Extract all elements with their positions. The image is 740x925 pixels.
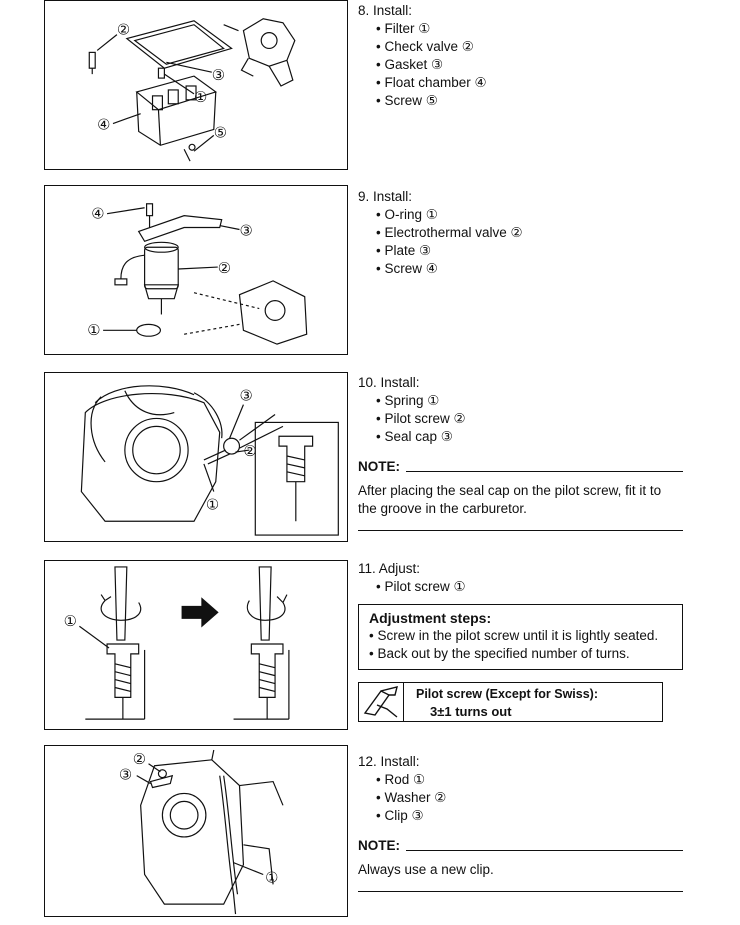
figure-electrothermal-valve: ④ ③ ② ① <box>44 185 348 355</box>
fig1-callout-4: ④ <box>97 116 110 133</box>
note-text: After placing the seal cap on the pilot … <box>358 483 662 516</box>
list-item: • Rod ① <box>376 772 426 787</box>
figure-rod-clip: ② ③ ① <box>44 745 348 917</box>
fig2-callout-2: ② <box>218 260 231 277</box>
adjustment-step: • Back out by the specified number of tu… <box>369 646 630 661</box>
step-heading: 10. Install: <box>358 375 420 390</box>
fig2-callout-4: ④ <box>91 206 104 223</box>
fig5-callout-3: ③ <box>119 767 132 784</box>
list-item: • Screw ⑤ <box>376 93 438 108</box>
list-item: • O-ring ① <box>376 207 438 222</box>
figure-float-chamber: ② ③ ① ④ ⑤ <box>44 0 348 170</box>
note-label: NOTE: <box>358 838 400 853</box>
fig1-callout-3: ③ <box>212 67 225 84</box>
list-item: • Gasket ③ <box>376 57 444 72</box>
pilot-screw-adjust-illustration: ① <box>64 566 290 720</box>
fig3-callout-2: ② <box>243 443 256 460</box>
adjustment-steps-title: Adjustment steps: <box>369 610 492 626</box>
fig5-callout-1: ① <box>265 869 278 886</box>
note-text: Always use a new clip. <box>358 862 494 877</box>
spec-text: Pilot screw (Except for Swiss): 3±1 turn… <box>404 683 598 721</box>
list-item: • Check valve ② <box>376 39 474 54</box>
fig1-callout-2: ② <box>117 22 130 39</box>
fig1-callout-5: ⑤ <box>214 124 227 141</box>
note-heading: NOTE: <box>358 837 683 855</box>
list-item: • Electrothermal valve ② <box>376 225 523 240</box>
electrothermal-valve-illustration: ④ ③ ② ① <box>87 203 308 345</box>
pilot-screw-install-illustration: ③ ② ① <box>80 385 339 536</box>
spec-line-2: 3±1 turns out <box>430 704 512 719</box>
list-item: • Pilot screw ② <box>376 411 466 426</box>
note-end-rule <box>358 891 683 892</box>
step-heading: 11. Adjust: <box>358 561 421 576</box>
list-item: • Seal cap ③ <box>376 429 453 444</box>
spec-line-1: Pilot screw (Except for Swiss): <box>416 687 598 701</box>
section-step-10: 10. Install: • Spring ① • Pilot screw ② … <box>358 374 683 531</box>
rod-clip-illustration: ② ③ ① <box>119 749 284 915</box>
fig1-callout-1: ① <box>194 89 207 106</box>
figure-pilot-screw-adjust: ① <box>44 560 348 730</box>
list-item: • Screw ④ <box>376 261 438 276</box>
adjustment-step: • Screw in the pilot screw until it is l… <box>369 628 659 643</box>
section-step-9: 9. Install: • O-ring ① • Electrothermal … <box>358 188 683 278</box>
list-item: • Washer ② <box>376 790 447 805</box>
adjustment-steps-box: Adjustment steps: • Screw in the pilot s… <box>358 604 683 670</box>
list-item: • Filter ① <box>376 21 431 36</box>
note-label: NOTE: <box>358 459 400 474</box>
note-rule <box>406 470 683 472</box>
section-step-12: 12. Install: • Rod ① • Washer ② • Clip ③… <box>358 753 683 892</box>
note-end-rule <box>358 530 683 531</box>
figure-pilot-screw-install: ③ ② ① <box>44 372 348 542</box>
float-chamber-illustration: ② ③ ① ④ ⑤ <box>88 18 296 162</box>
list-item: • Pilot screw ① <box>376 579 466 594</box>
section-step-8: 8. Install: • Filter ① • Check valve ② •… <box>358 2 683 110</box>
list-item: • Clip ③ <box>376 808 424 823</box>
list-item: • Plate ③ <box>376 243 432 258</box>
step-heading: 9. Install: <box>358 189 413 204</box>
fig2-callout-1: ① <box>87 322 100 339</box>
list-item: • Float chamber ④ <box>376 75 487 90</box>
fig5-callout-2: ② <box>133 751 146 768</box>
fig3-callout-1: ① <box>206 496 219 513</box>
fig3-callout-3: ③ <box>239 388 252 405</box>
fig2-callout-3: ③ <box>239 222 252 239</box>
list-item: • Spring ① <box>376 393 440 408</box>
caliper-icon-graphic <box>363 686 398 718</box>
spec-box: Pilot screw (Except for Swiss): 3±1 turn… <box>358 682 663 722</box>
note-rule <box>406 849 683 851</box>
caliper-icon <box>359 683 404 721</box>
step-heading: 8. Install: <box>358 3 413 18</box>
fig4-callout-1: ① <box>64 613 77 630</box>
step-heading: 12. Install: <box>358 754 420 769</box>
section-step-11: 11. Adjust: • Pilot screw ① Adjustment s… <box>358 560 683 722</box>
note-heading: NOTE: <box>358 458 683 476</box>
